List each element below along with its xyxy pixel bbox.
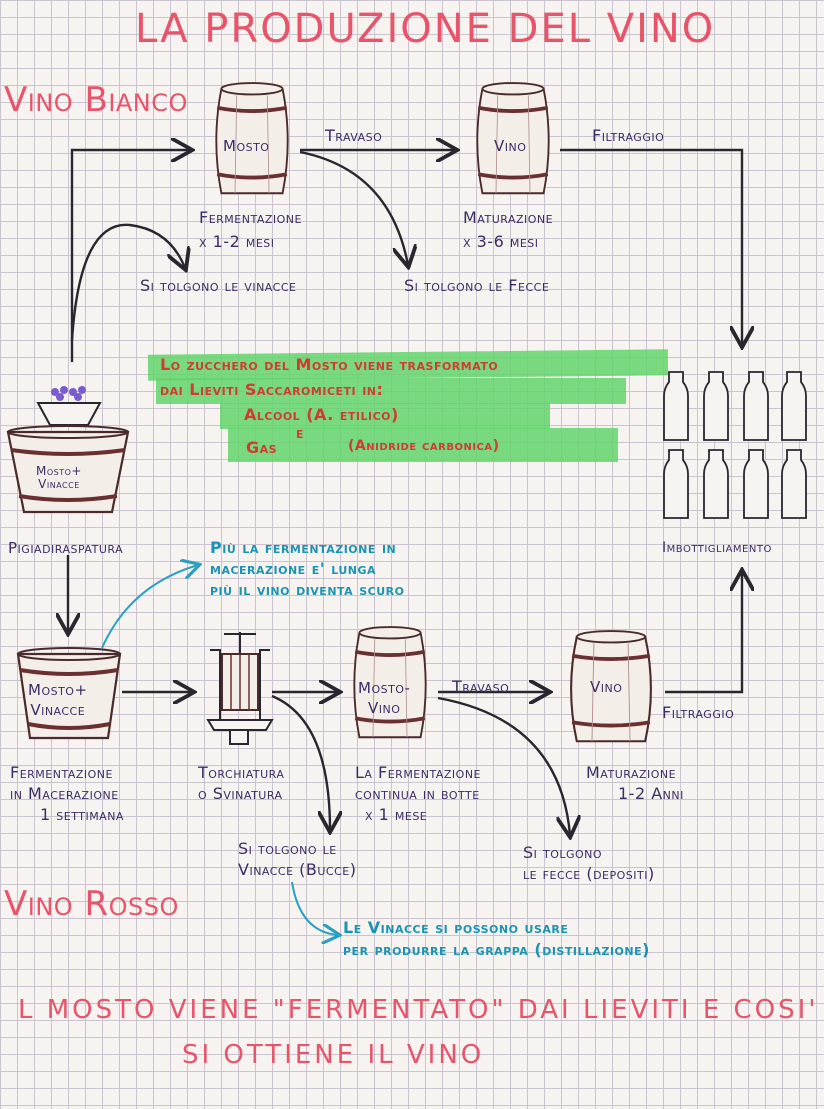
travaso-red-label: Travaso <box>452 677 510 696</box>
maceration-note-3: più il vino diventa scuro <box>210 580 405 599</box>
grappa-note-arrow <box>291 881 338 935</box>
note-line-5b: (Anidride carbonica) <box>348 438 500 454</box>
note-line-4: e <box>296 423 305 442</box>
filtraggio-red-label: Filtraggio <box>662 703 735 722</box>
filtraggio-label: Filtraggio <box>592 126 665 145</box>
maceration-note-1: Più la fermentazione in <box>210 538 397 557</box>
bottling-label: Imbottigliamento <box>662 540 772 556</box>
crusher-label: Pigiadiraspatura <box>8 539 124 557</box>
section-white-wine: Vino Bianco <box>4 80 188 120</box>
page-title: LA PRODUZIONE DEL VINO <box>135 6 716 52</box>
barrel-mosto-vino-label: Mosto-Vino <box>358 679 411 717</box>
flow-arrows <box>68 150 742 835</box>
note-line-1: Lo zucchero del Mosto viene trasformato <box>160 355 499 374</box>
crusher-icon <box>6 386 130 514</box>
vat-label: Mosto+Vinacce <box>28 681 88 719</box>
note-line-2: dai Lieviti Saccaromiceti in: <box>160 380 384 399</box>
bottom-text-2: SI OTTIENE IL VINO <box>182 1040 485 1070</box>
remove-lees-label: Si tolgono le Fecce <box>404 276 550 295</box>
fermentation-duration: x 1-2 mesi <box>199 232 275 251</box>
barrel-vino-label: Vino <box>494 137 527 155</box>
grappa-note-1: Le Vinacce si possono usare <box>343 918 569 937</box>
press-icon <box>206 632 274 745</box>
barrel-vino-red-label: Vino <box>590 678 623 696</box>
crusher-content: Mosto+Vinacce <box>36 464 82 491</box>
maceration-vat-icon <box>16 647 122 740</box>
note-line-5a: Gas <box>246 438 278 457</box>
fermentation-label: Fermentazione <box>199 208 302 227</box>
grappa-note-2: per produrre la grappa (distillazione) <box>343 940 650 959</box>
note-line-3: Alcool (A. etilico) <box>244 405 399 424</box>
travaso-label: Travaso <box>325 126 383 145</box>
bottom-text-1: L MOSTO VIENE "FERMENTATO" DAI LIEVITI E… <box>18 995 819 1025</box>
maturation-duration: x 3-6 mesi <box>463 232 539 251</box>
maceration-note-arrow <box>101 565 198 649</box>
remove-pomace-label: Si tolgono le vinacce <box>140 276 297 295</box>
bottles-icon <box>663 371 807 519</box>
section-red-wine: Vino Rosso <box>4 884 179 924</box>
maceration-note-2: macerazione e' lunga <box>210 559 377 578</box>
barrel-mosto-label: Mosto <box>223 137 270 155</box>
maturation-label: Maturazione <box>463 208 554 227</box>
